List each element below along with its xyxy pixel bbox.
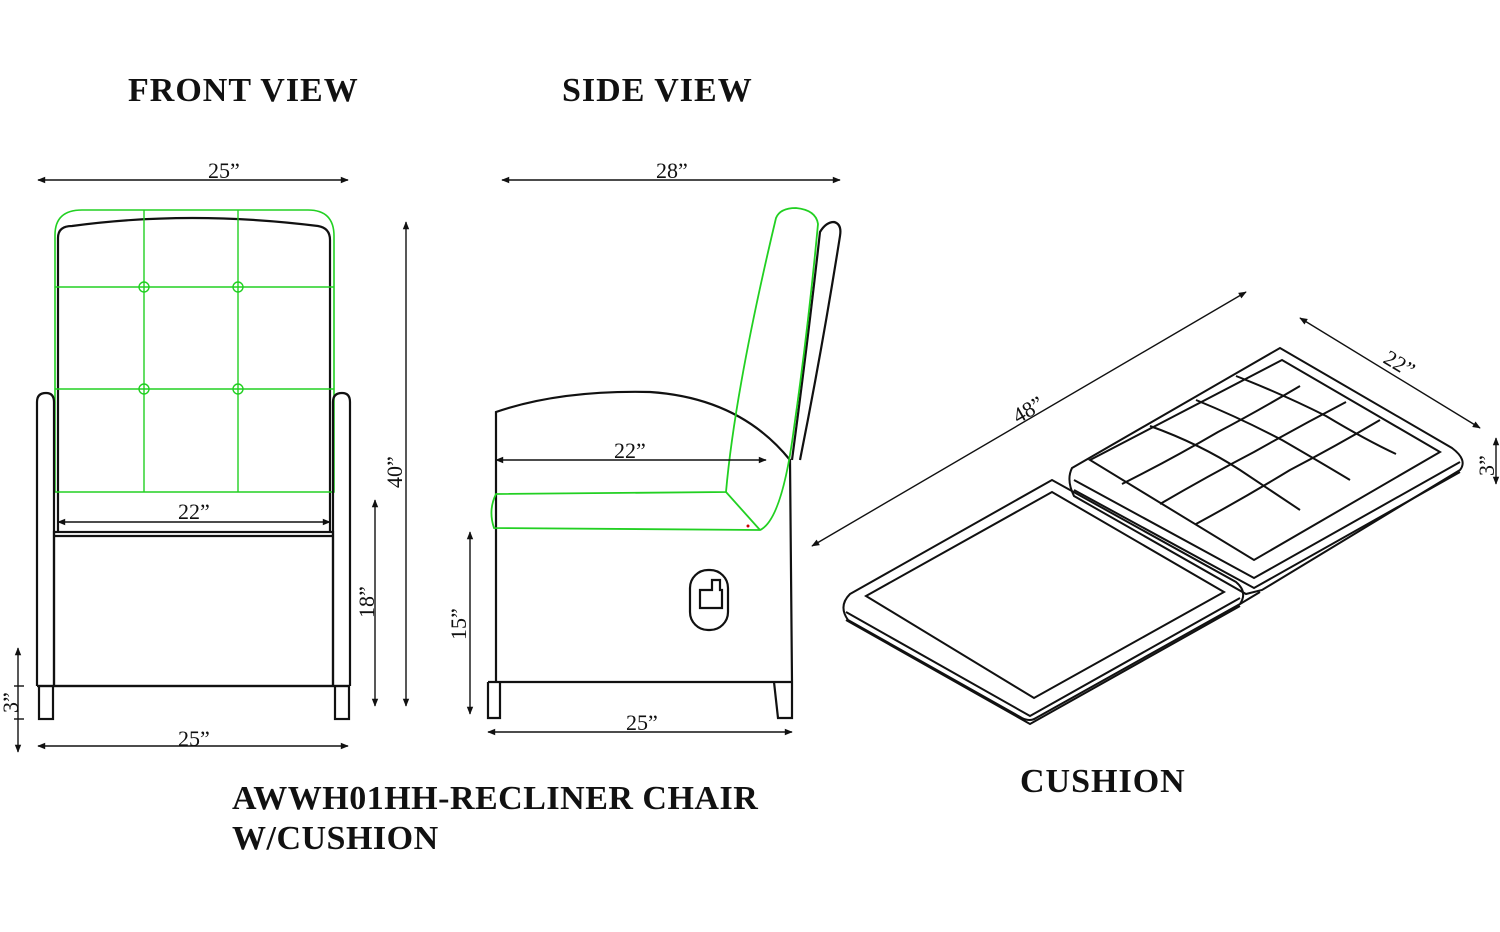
side-back-frame	[790, 220, 842, 461]
product-caption-line1: AWWH01HH-RECLINER CHAIR	[232, 780, 759, 817]
cushion-seat-section	[842, 478, 1245, 721]
cushion-length-label: 48”	[1008, 391, 1048, 429]
side-dimension-lines	[466, 176, 841, 736]
front-seat-height-label: 18”	[354, 586, 379, 618]
side-view-title: SIDE VIEW	[562, 72, 753, 109]
front-right-leg	[333, 684, 351, 721]
cushion-back-section	[1068, 346, 1464, 596]
side-back-leg	[772, 681, 794, 720]
front-leg-height-label: 3”	[0, 692, 23, 713]
cushion-thickness-label: 3”	[1474, 455, 1499, 476]
side-chair-body	[494, 390, 794, 683]
front-dimension-lines	[14, 176, 410, 753]
side-marker-dot	[746, 524, 750, 528]
front-cushion-outline	[54, 209, 335, 493]
front-height-label: 40”	[382, 456, 407, 488]
side-seat-depth-label: 22”	[614, 438, 646, 463]
side-cushion-outline	[490, 207, 819, 531]
cushion-width-dim	[1299, 317, 1481, 429]
front-right-arm	[331, 391, 352, 686]
front-backrest	[56, 216, 332, 532]
front-cushion-tufting	[55, 210, 334, 492]
side-top-depth-label: 28”	[656, 158, 688, 183]
front-seat-base	[52, 530, 335, 688]
front-left-arm	[35, 391, 56, 686]
front-seat-width-label: 22”	[178, 499, 210, 524]
front-top-width-label: 25”	[208, 158, 240, 183]
front-view-drawing	[35, 209, 352, 721]
front-bottom-width-label: 25”	[178, 726, 210, 751]
front-left-leg	[37, 684, 55, 721]
front-view-title: FRONT VIEW	[128, 72, 359, 109]
cushion-drawing	[842, 346, 1464, 726]
cushion-dimension-lines	[811, 291, 1500, 547]
cushion-length-dim	[811, 291, 1247, 547]
cushion-width-label: 22”	[1379, 345, 1419, 383]
side-seat-height-label: 15”	[446, 608, 471, 640]
product-caption-line2: W/CUSHION	[232, 820, 439, 857]
side-front-leg	[486, 682, 502, 720]
cushion-view-title: CUSHION	[1020, 763, 1186, 800]
side-bottom-depth-label: 25”	[626, 710, 658, 735]
side-lever-handle	[698, 578, 724, 610]
side-recline-lever	[688, 568, 730, 632]
